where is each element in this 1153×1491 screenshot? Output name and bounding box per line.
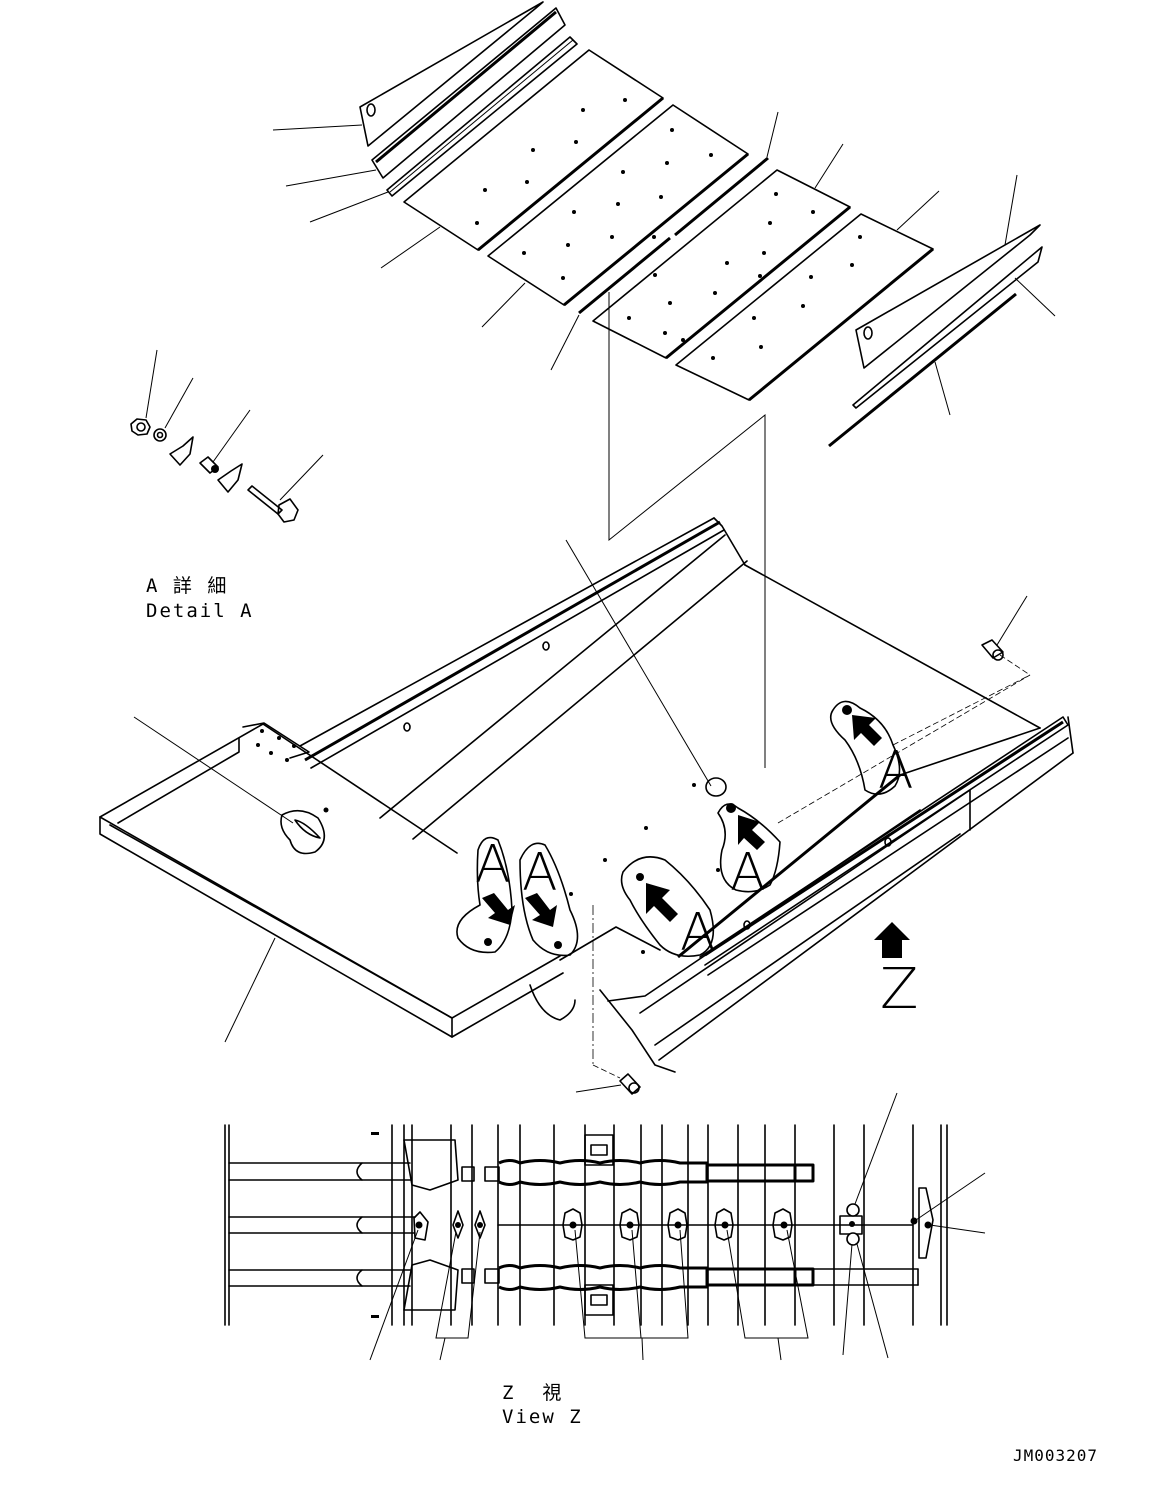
view-z-arrow-icon xyxy=(874,922,910,958)
callout-letter: A xyxy=(475,835,511,895)
detail-a-label-en: Detail A xyxy=(146,600,254,622)
detail-a-hardware xyxy=(130,349,324,523)
clip-top xyxy=(584,1134,614,1166)
leader-floor xyxy=(565,539,712,787)
seam-strip-upper xyxy=(674,156,769,237)
nut-icon xyxy=(130,418,151,436)
leader-tray xyxy=(224,937,276,1043)
rod-strip-right xyxy=(828,292,1017,448)
plate-holes xyxy=(475,98,862,360)
leader-lines-view-z xyxy=(369,1092,986,1361)
rod-strip-left xyxy=(386,36,578,197)
end-plate-right xyxy=(855,224,1041,369)
tray-callout xyxy=(133,716,329,855)
projection-lines xyxy=(608,292,766,768)
angle-strip-left xyxy=(371,7,566,179)
exploded-plates-group xyxy=(272,1,1056,768)
pad-diamonds xyxy=(413,1210,486,1241)
detail-a-label-jp: A 詳 細 xyxy=(146,575,229,597)
bolt-icon xyxy=(247,485,299,523)
callout-a-3: A xyxy=(620,856,716,963)
collar-icon xyxy=(199,456,219,474)
view-z-drawing xyxy=(224,1092,986,1361)
callout-letter: A xyxy=(680,903,716,963)
main-frame xyxy=(99,517,1074,1073)
callout-letter: A xyxy=(878,741,914,801)
callout-letter: A xyxy=(522,843,558,903)
tab-plate-icon xyxy=(169,436,194,466)
end-plate-left-hole xyxy=(366,103,376,117)
drawing-number: JM003207 xyxy=(1013,1446,1099,1465)
leader-lines-top xyxy=(272,111,1056,416)
tab-plate-2-icon xyxy=(217,463,243,493)
washer-icon xyxy=(153,428,167,442)
angle-strip-right xyxy=(852,246,1043,409)
view-z-label-en: View Z xyxy=(502,1406,583,1428)
callout-letter: A xyxy=(730,843,766,903)
seam-strip-lower xyxy=(578,236,671,315)
callout-a-2: A xyxy=(717,654,1031,903)
end-plate-left xyxy=(359,1,544,147)
view-z-arrow-letter: Z xyxy=(880,957,919,1022)
callout-a-1: A xyxy=(829,674,1031,801)
bushing-right xyxy=(981,595,1028,661)
bushing-bottom xyxy=(575,1073,641,1095)
callout-a-5: A xyxy=(456,835,515,954)
callout-a-4: A xyxy=(519,842,621,1079)
clip-bottom xyxy=(584,1284,614,1316)
ring-pair xyxy=(839,1203,863,1246)
pad-octagons xyxy=(562,1208,793,1241)
view-z-label-jp: Z 視 xyxy=(502,1382,564,1404)
